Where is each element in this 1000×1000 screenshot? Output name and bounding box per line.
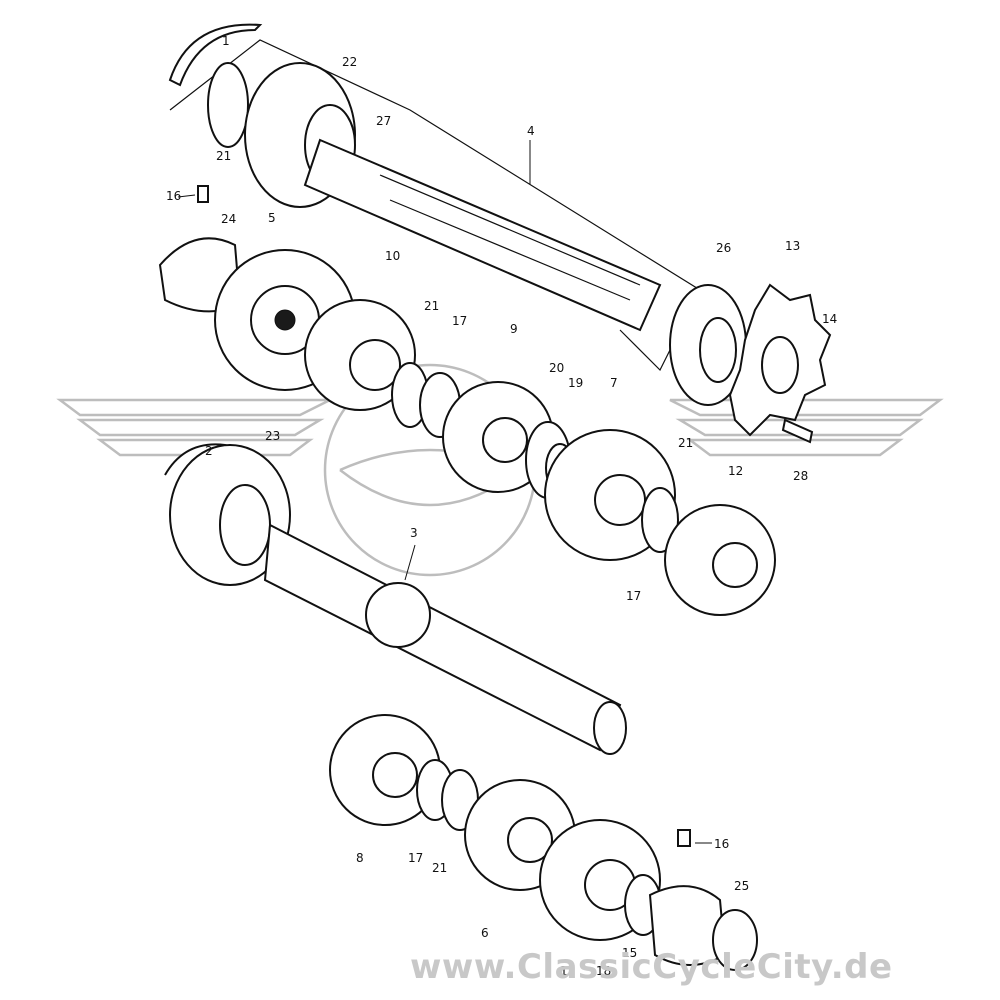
countershaft-4 [303, 138, 662, 332]
callout-6: 6 [481, 926, 489, 940]
callout-21c: 21 [678, 436, 693, 450]
callout-10: 10 [385, 249, 400, 263]
callout-18: 18 [596, 964, 611, 978]
countershaft-assembly [168, 23, 832, 444]
callout-3: 3 [410, 526, 418, 540]
bearing-25 [712, 909, 758, 971]
callout-9: 9 [510, 322, 518, 336]
callout-21b: 21 [424, 299, 439, 313]
leader-lines [177, 140, 712, 844]
callout-labels: 1 2 3 4 5 6 7 8 9 10 11 12 13 14 15 16 1… [166, 34, 837, 978]
callout-2: 2 [205, 444, 213, 458]
callout-14: 14 [822, 312, 837, 326]
callout-19: 19 [568, 376, 583, 390]
callout-13: 13 [785, 239, 800, 253]
callout-21a: 21 [216, 149, 231, 163]
callout-24: 24 [221, 212, 236, 226]
callout-8: 8 [356, 851, 364, 865]
callout-27: 27 [376, 114, 391, 128]
mainshaft-gears [329, 714, 758, 971]
callout-17b: 17 [626, 589, 641, 603]
callout-23: 23 [265, 429, 280, 443]
watermark-text: www.ClassicCycleCity.de [410, 947, 893, 987]
callout-7: 7 [610, 376, 618, 390]
callout-26: 26 [716, 241, 731, 255]
callout-16b: 16 [714, 837, 729, 851]
dowel-pin-16-top [197, 185, 209, 203]
callout-4: 4 [527, 124, 535, 138]
mainshaft-3 [263, 523, 622, 752]
callout-21d: 21 [432, 861, 447, 875]
callout-1: 1 [222, 34, 230, 48]
callout-25: 25 [734, 879, 749, 893]
callout-15: 15 [622, 946, 637, 960]
circlip-1 [168, 23, 263, 87]
countershaft-gears [158, 237, 776, 616]
callout-17a: 17 [452, 314, 467, 328]
callout-28: 28 [793, 469, 808, 483]
callout-22: 22 [342, 55, 357, 69]
callout-17c: 17 [408, 851, 423, 865]
callout-16a: 16 [166, 189, 181, 203]
mainshaft-assembly [164, 443, 627, 755]
snap-ring-21-top [207, 62, 249, 148]
dowel-pin-16-bottom [677, 829, 691, 847]
bolt-28 [781, 418, 814, 444]
washer-21-mid [641, 487, 679, 553]
callout-5: 5 [268, 211, 276, 225]
callout-12: 12 [728, 464, 743, 478]
callout-11: 11 [560, 964, 575, 978]
callout-20: 20 [549, 361, 564, 375]
